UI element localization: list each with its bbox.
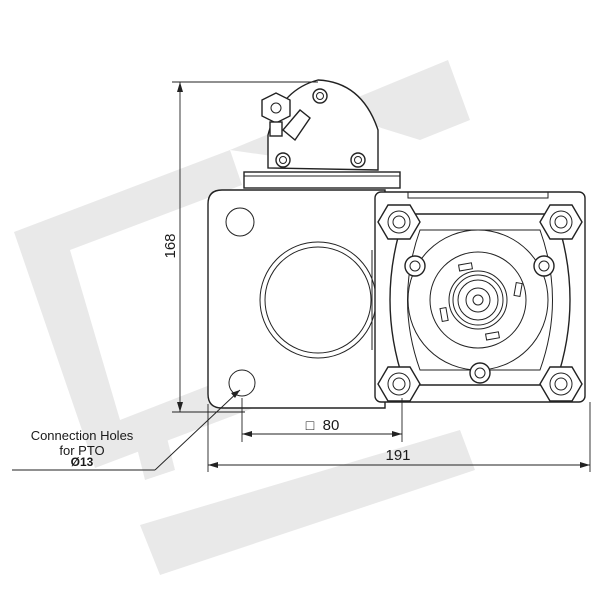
- corner-bolt-top-left: [377, 204, 421, 240]
- splined-shaft: [429, 251, 527, 349]
- square-symbol: □: [306, 417, 315, 433]
- callout-leader: [12, 389, 241, 471]
- dimension-square: □ 80: [241, 398, 403, 442]
- width-dimension-label: 191: [385, 447, 410, 464]
- dimension-height: 168: [162, 81, 318, 413]
- callout-line-2: for PTO: [59, 443, 104, 458]
- dimension-width: 191: [207, 402, 591, 472]
- callout-line-3: Ø13: [71, 455, 94, 469]
- height-dimension-label: 168: [162, 233, 179, 258]
- callout-line-1: Connection Holes: [31, 428, 134, 443]
- pto-top-bracket: [243, 79, 401, 189]
- hex-fitting: [261, 92, 291, 137]
- inner-flange: [404, 229, 555, 384]
- square-dimension-label: 80: [323, 417, 340, 434]
- corner-bolt-top-right: [539, 204, 583, 240]
- corner-bolt-bottom-left: [377, 366, 421, 402]
- pto-mounting-flange: [207, 189, 386, 409]
- corner-bolt-bottom-right: [539, 366, 583, 402]
